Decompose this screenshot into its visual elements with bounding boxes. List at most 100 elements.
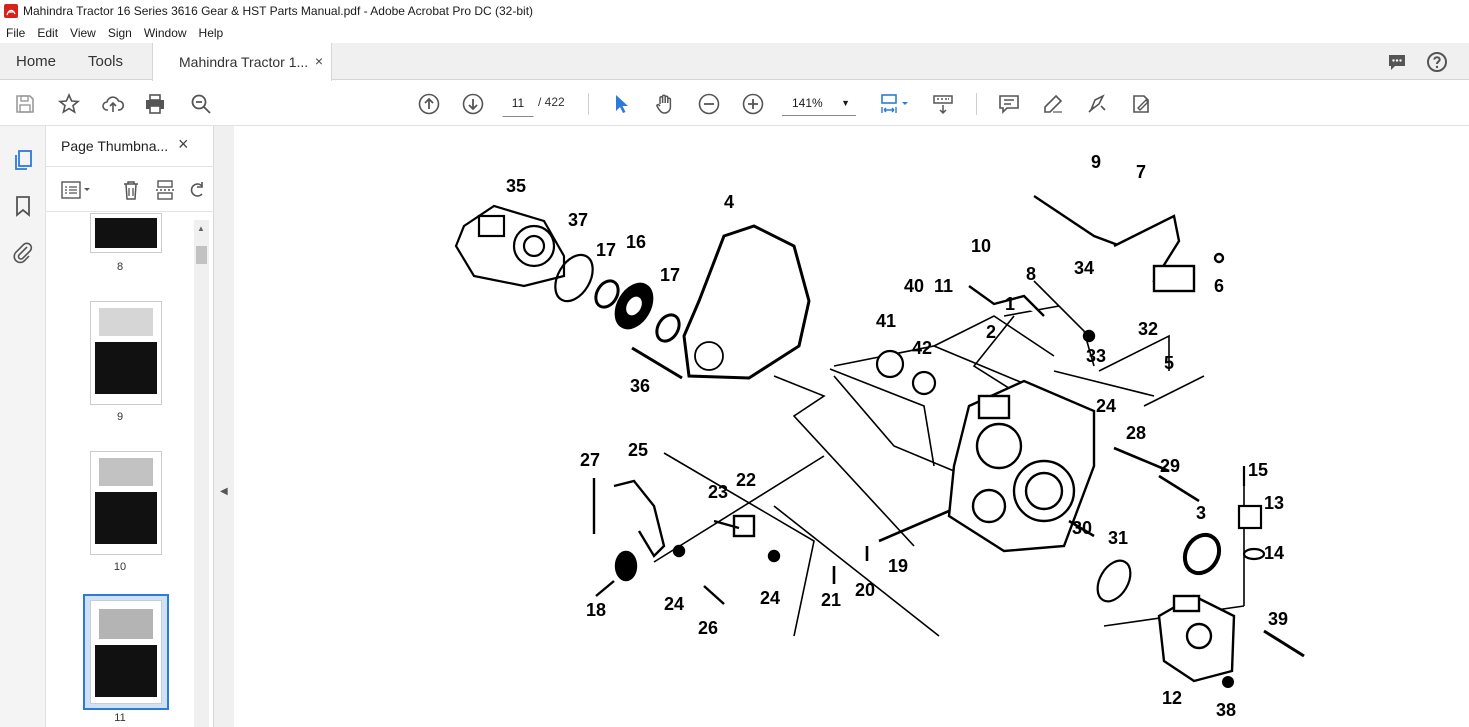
menu-help[interactable]: Help <box>198 25 224 40</box>
tab-close-button[interactable]: × <box>314 53 323 69</box>
callout-label: 8 <box>1026 264 1036 284</box>
page-thumbnails-icon[interactable] <box>11 148 35 172</box>
thumbnail-table-preview <box>95 342 157 394</box>
add-comment-button[interactable] <box>996 91 1022 117</box>
next-page-button[interactable] <box>460 91 486 117</box>
comment-chat-icon[interactable] <box>1386 51 1408 73</box>
callout-label: 16 <box>626 232 646 252</box>
panel-close-button[interactable]: × <box>178 134 189 154</box>
highlight-button[interactable] <box>1040 91 1066 117</box>
zoom-level-value: 141% <box>792 96 823 110</box>
help-icon[interactable] <box>1426 51 1448 73</box>
fit-page-button[interactable] <box>874 91 914 117</box>
transmission-case-part <box>947 379 1096 553</box>
thumbnail-options-icon[interactable] <box>60 179 94 201</box>
delete-trash-icon[interactable] <box>120 179 142 201</box>
callout-label: 5 <box>1164 353 1174 373</box>
zoom-level-select[interactable]: 141% ▼ <box>782 90 856 116</box>
thumbnail-list: 8 9 10 11 <box>46 213 194 727</box>
shift-linkage-part <box>968 195 1225 343</box>
extract-pages-icon[interactable] <box>154 179 176 201</box>
zoom-in-button[interactable] <box>740 91 766 117</box>
thumbnail-page[interactable] <box>90 213 162 253</box>
page-thumbnails-panel: Page Thumbna... × 8 9 10 11 <box>46 126 214 727</box>
menu-edit[interactable]: Edit <box>37 25 59 40</box>
bookmark-star-button[interactable] <box>56 91 82 117</box>
callout-label: 17 <box>660 265 680 285</box>
previous-page-button[interactable] <box>416 91 442 117</box>
callout-label: 23 <box>708 482 728 502</box>
hand-icon <box>656 94 672 114</box>
upload-cloud-button[interactable] <box>100 91 126 117</box>
panel-collapse-strip[interactable]: ◀ <box>214 126 234 727</box>
save-button[interactable] <box>12 91 38 117</box>
callout-label: 3 <box>1196 503 1206 523</box>
print-button[interactable] <box>142 91 168 117</box>
nut-part <box>1222 676 1234 688</box>
callout-label: 15 <box>1248 460 1268 480</box>
zoom-out-button[interactable] <box>696 91 722 117</box>
callout-label: 18 <box>586 600 606 620</box>
callout-label: 35 <box>506 176 526 196</box>
menu-window[interactable]: Window <box>143 25 187 40</box>
tab-document-label: Mahindra Tractor 1... <box>179 54 309 70</box>
gasket-part <box>682 224 811 380</box>
callout-label: 2 <box>986 322 996 342</box>
page-number-input[interactable]: 11 <box>502 89 534 117</box>
page-total-label: / 422 <box>538 95 565 109</box>
tab-document[interactable]: Mahindra Tractor 1... × <box>152 43 332 81</box>
callout-label: 29 <box>1160 456 1180 476</box>
draw-button[interactable] <box>1084 91 1110 117</box>
o-ring-part <box>1096 559 1132 603</box>
window-title: Mahindra Tractor 16 Series 3616 Gear & H… <box>23 4 534 18</box>
rotate-icon[interactable] <box>186 179 208 201</box>
thumbnail-page-selected[interactable] <box>90 600 162 704</box>
title-bar: Mahindra Tractor 16 Series 3616 Gear & H… <box>0 0 1469 22</box>
scroll-mode-button[interactable] <box>930 91 956 117</box>
tab-tools[interactable]: Tools <box>88 53 124 70</box>
plug-part <box>911 370 937 396</box>
callout-label: 13 <box>1264 493 1284 513</box>
menu-file[interactable]: File <box>6 25 26 40</box>
pins-rods-part <box>832 446 1200 584</box>
gear-hub <box>626 296 642 316</box>
callout-label: 42 <box>912 338 932 358</box>
find-zoom-button[interactable] <box>188 91 214 117</box>
thumbnail-scrollbar[interactable] <box>194 220 209 727</box>
valve-fitting-part <box>1237 466 1266 561</box>
menu-view[interactable]: View <box>70 25 96 40</box>
callout-label: 34 <box>1074 258 1094 278</box>
minus-circle-icon <box>698 93 720 115</box>
pump-housing-part <box>454 204 566 288</box>
keyboard-scroll-icon <box>933 95 953 115</box>
attachment-paperclip-icon[interactable] <box>11 240 35 264</box>
document-view[interactable]: 35 37 17 16 17 4 36 9 7 34 10 8 11 40 1 … <box>234 126 1469 727</box>
cursor-arrow-icon <box>616 95 628 113</box>
callout-label: 36 <box>630 376 650 396</box>
save-icon <box>16 95 34 113</box>
callout-label: 41 <box>876 311 896 331</box>
thumbnail-page[interactable] <box>90 301 162 405</box>
bearing-part <box>655 313 681 343</box>
tab-home[interactable]: Home <box>16 53 57 70</box>
scroll-up-icon[interactable]: ▲ <box>197 224 205 233</box>
bookmark-icon[interactable] <box>11 194 35 218</box>
arrow-up-circle-icon <box>418 93 440 115</box>
fill-sign-button[interactable] <box>1128 91 1154 117</box>
thumbnail-scrollbar-thumb[interactable] <box>196 246 207 264</box>
thumbnail-page[interactable] <box>90 451 162 555</box>
thumbnail-table-preview <box>95 492 157 544</box>
callout-label: 26 <box>698 618 718 638</box>
callout-label: 28 <box>1126 423 1146 443</box>
sign-edit-icon <box>1133 95 1149 113</box>
callout-label: 10 <box>971 236 991 256</box>
callout-label: 4 <box>724 192 734 212</box>
select-tool-button[interactable] <box>608 91 634 117</box>
menu-sign[interactable]: Sign <box>107 25 132 40</box>
parts-exploded-diagram: 35 37 17 16 17 4 36 9 7 34 10 8 11 40 1 … <box>454 152 1305 720</box>
callout-label: 32 <box>1138 319 1158 339</box>
callout-label: 12 <box>1162 688 1182 708</box>
acrobat-app-icon <box>4 4 18 18</box>
callout-label: 1 <box>1005 294 1015 314</box>
hand-tool-button[interactable] <box>652 91 678 117</box>
